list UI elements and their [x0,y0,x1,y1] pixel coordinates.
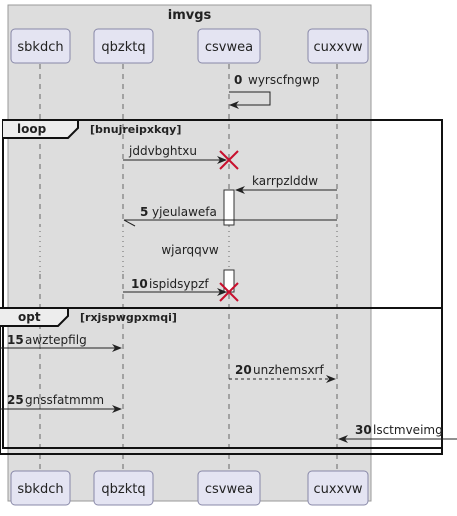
svg-text:20: 20 [235,363,252,377]
svg-text:0: 0 [234,73,242,87]
svg-text:15: 15 [7,333,24,347]
participant-qbzktq-top: qbzktq [93,28,154,64]
svg-text:10: 10 [131,277,148,291]
message-10: 10 ispidsypzf [123,277,239,302]
svg-text:yjeulawefa: yjeulawefa [152,205,217,219]
svg-text:lsctmveimg: lsctmveimg [373,423,443,437]
svg-text:jddvbghtxu: jddvbghtxu [128,144,197,158]
message-5: 5 yjeulawefa [123,205,337,227]
participant-sbkdch-bottom: sbkdch [10,470,71,506]
message-15: 15 awztepfilg [0,333,122,352]
destroy-x-icon [219,282,239,302]
svg-text:25: 25 [7,393,24,407]
destroy-x-icon [219,150,239,170]
delay-label: wjarqqvw [161,243,219,257]
svg-text:30: 30 [355,423,372,437]
participant-cuxxvw-bottom: cuxxvw [307,470,369,506]
svg-text:sbkdch: sbkdch [17,40,63,55]
svg-text:[bnujreipxkqy]: [bnujreipxkqy] [90,123,181,136]
svg-text:sbkdch: sbkdch [17,482,63,497]
opt-frame: opt [rxjspwgpxmqi] [0,307,443,455]
participant-csvwea-top: csvwea [197,28,261,64]
svg-text:wyrscfngwp: wyrscfngwp [248,73,320,87]
svg-text:awztepfilg: awztepfilg [25,333,87,347]
message-25: 25 gnssfatmmm [0,393,122,413]
svg-text:csvwea: csvwea [205,40,253,55]
activation-bar [223,189,235,226]
box-title: imvgs [168,8,212,23]
message-30: 30 lsctmveimg [338,423,457,443]
svg-text:5: 5 [140,205,148,219]
svg-text:unzhemsxrf: unzhemsxrf [253,363,324,377]
svg-text:opt: opt [18,310,41,324]
svg-text:gnssfatmmm: gnssfatmmm [25,393,104,407]
participant-cuxxvw-top: cuxxvw [307,28,369,64]
svg-text:ispidsypzf: ispidsypzf [149,277,209,291]
svg-text:loop: loop [17,122,47,136]
message-karrpzlddw: karrpzlddw [235,174,337,194]
participant-csvwea-bottom: csvwea [197,470,261,506]
svg-text:cuxxvw: cuxxvw [313,40,362,55]
loop-frame: loop [bnujreipxkqy] [2,119,443,449]
svg-text:cuxxvw: cuxxvw [313,482,362,497]
svg-text:qbzktq: qbzktq [101,482,145,497]
message-0: 0 wyrscfngwp [229,73,320,109]
svg-text:qbzktq: qbzktq [101,40,145,55]
svg-text:csvwea: csvwea [205,482,253,497]
svg-text:karrpzlddw: karrpzlddw [252,174,318,188]
message-20: 20 unzhemsxrf [229,363,336,383]
svg-text:[rxjspwgpxmqi]: [rxjspwgpxmqi] [80,311,177,324]
participant-qbzktq-bottom: qbzktq [93,470,154,506]
message-jddvbghtxu: jddvbghtxu [123,144,239,170]
participant-sbkdch-top: sbkdch [10,28,71,64]
